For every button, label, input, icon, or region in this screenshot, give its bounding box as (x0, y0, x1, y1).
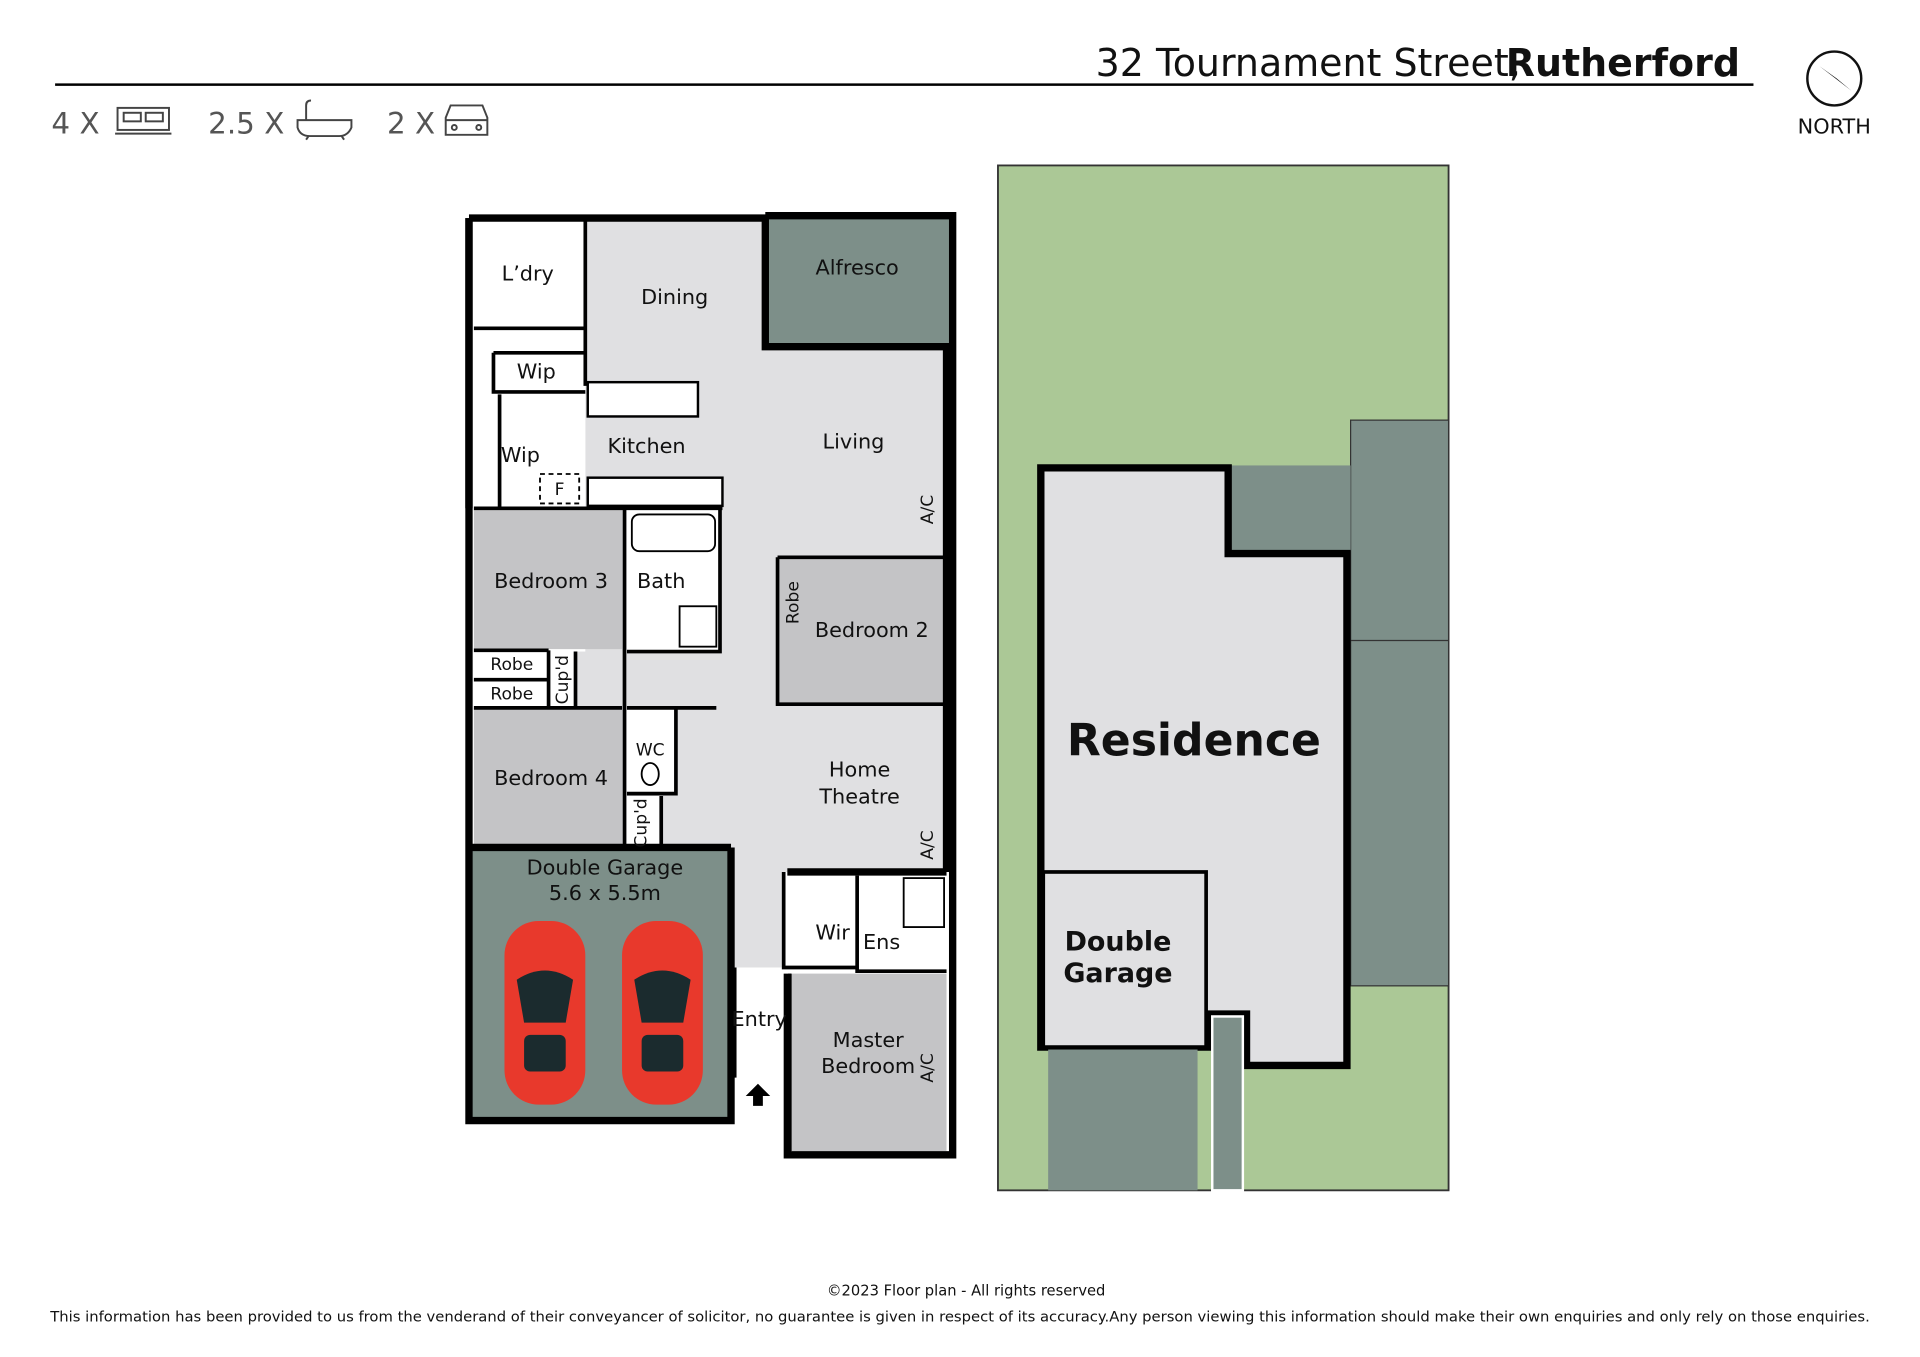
room-alfresco (765, 215, 953, 343)
footer-copyright: ©2023 Floor plan - All rights reserved (827, 1283, 1106, 1300)
label-site-garage-2: Garage (1063, 958, 1172, 989)
label-dining: Dining (641, 285, 708, 309)
floor-plan: L’dry Dining Alfresco Wip Wip F Kitchen … (465, 211, 957, 1159)
stat-parking: 2 X (387, 104, 489, 141)
label-ac-1: A/C (918, 495, 938, 524)
car-2-icon (622, 920, 703, 1105)
entry-arrow-icon (745, 1083, 771, 1106)
label-cupd-2: Cup'd (632, 798, 652, 847)
room-wip-1 (493, 352, 586, 392)
car-icon (444, 104, 489, 136)
address-suburb: Rutherford (1506, 41, 1740, 85)
label-garage-size: 5.6 x 5.5m (549, 881, 661, 905)
stat-bathrooms: 2.5 X (208, 99, 353, 141)
address-street: 32 Tournament Street, (1096, 41, 1521, 85)
label-master-2: Bedroom (821, 1054, 915, 1078)
compass-icon (1806, 50, 1863, 107)
label-home-theatre-2: Theatre (818, 784, 899, 808)
svg-text:2.5 X: 2.5 X (208, 107, 284, 141)
label-kitchen: Kitchen (607, 434, 685, 458)
site-path (1211, 1015, 1245, 1192)
label-wip-2: Wip (501, 443, 540, 467)
label-wc: WC (636, 741, 665, 761)
label-robe-2: Robe (490, 684, 533, 704)
room-bedroom-3 (473, 508, 623, 650)
label-cupd-1: Cup'd (553, 655, 573, 704)
bathtub-icon (630, 513, 717, 553)
room-bedroom-4 (473, 707, 623, 846)
label-ensuite: Ens (863, 930, 900, 954)
label-home-theatre-1: Home (829, 757, 890, 781)
label-garage: Double Garage (527, 855, 683, 879)
kitchen-sink-bench (586, 380, 700, 418)
room-cupd-1 (551, 651, 576, 708)
room-wir (786, 871, 858, 968)
label-master-1: Master (833, 1028, 904, 1052)
label-fridge: F (555, 480, 565, 500)
label-residence: Residence (1067, 716, 1321, 767)
label-ac-3: A/C (918, 1053, 938, 1082)
label-living: Living (823, 429, 885, 453)
svg-text:NORTH: NORTH (1798, 115, 1871, 139)
room-laundry (471, 220, 586, 329)
label-alfresco: Alfresco (816, 255, 899, 279)
label-wir: Wir (815, 920, 850, 944)
bed-icon (115, 106, 172, 135)
room-bedroom-2 (777, 557, 947, 705)
label-entry: Entry (732, 1007, 787, 1031)
toilet-icon (640, 762, 660, 786)
label-robe-b2: Robe (783, 581, 803, 624)
room-master-bedroom (789, 973, 947, 1152)
footer-disclaimer: This information has been provided to us… (49, 1309, 1870, 1325)
room-cupd-2 (626, 796, 662, 846)
label-robe-1: Robe (490, 655, 533, 675)
label-wip-1: Wip (517, 360, 556, 384)
compass: NORTH (1798, 50, 1871, 139)
cooktop-bench (586, 476, 724, 508)
site-plan: Residence Double Garage (997, 164, 1450, 1192)
room-robe-1 (473, 650, 549, 679)
shower-icon (678, 605, 718, 648)
label-bedroom-3: Bedroom 3 (494, 569, 608, 593)
stat-bedrooms: 4 X (51, 106, 172, 141)
label-bedroom-4: Bedroom 4 (494, 766, 608, 790)
svg-text:2 X: 2 X (387, 107, 435, 141)
svg-text:4 X: 4 X (51, 107, 99, 141)
label-bedroom-2: Bedroom 2 (815, 618, 929, 642)
label-bath: Bath (637, 569, 685, 593)
label-site-garage-1: Double (1065, 926, 1172, 957)
ensuite-shower-icon (902, 877, 945, 928)
label-laundry: L’dry (502, 262, 554, 286)
fridge-icon (539, 473, 581, 505)
label-ac-2: A/C (918, 830, 938, 859)
car-1-icon (504, 920, 586, 1105)
site-double-garage (1041, 870, 1208, 1049)
room-robe-2 (473, 679, 549, 708)
bath-icon (296, 99, 353, 141)
site-driveway (1048, 1049, 1198, 1191)
